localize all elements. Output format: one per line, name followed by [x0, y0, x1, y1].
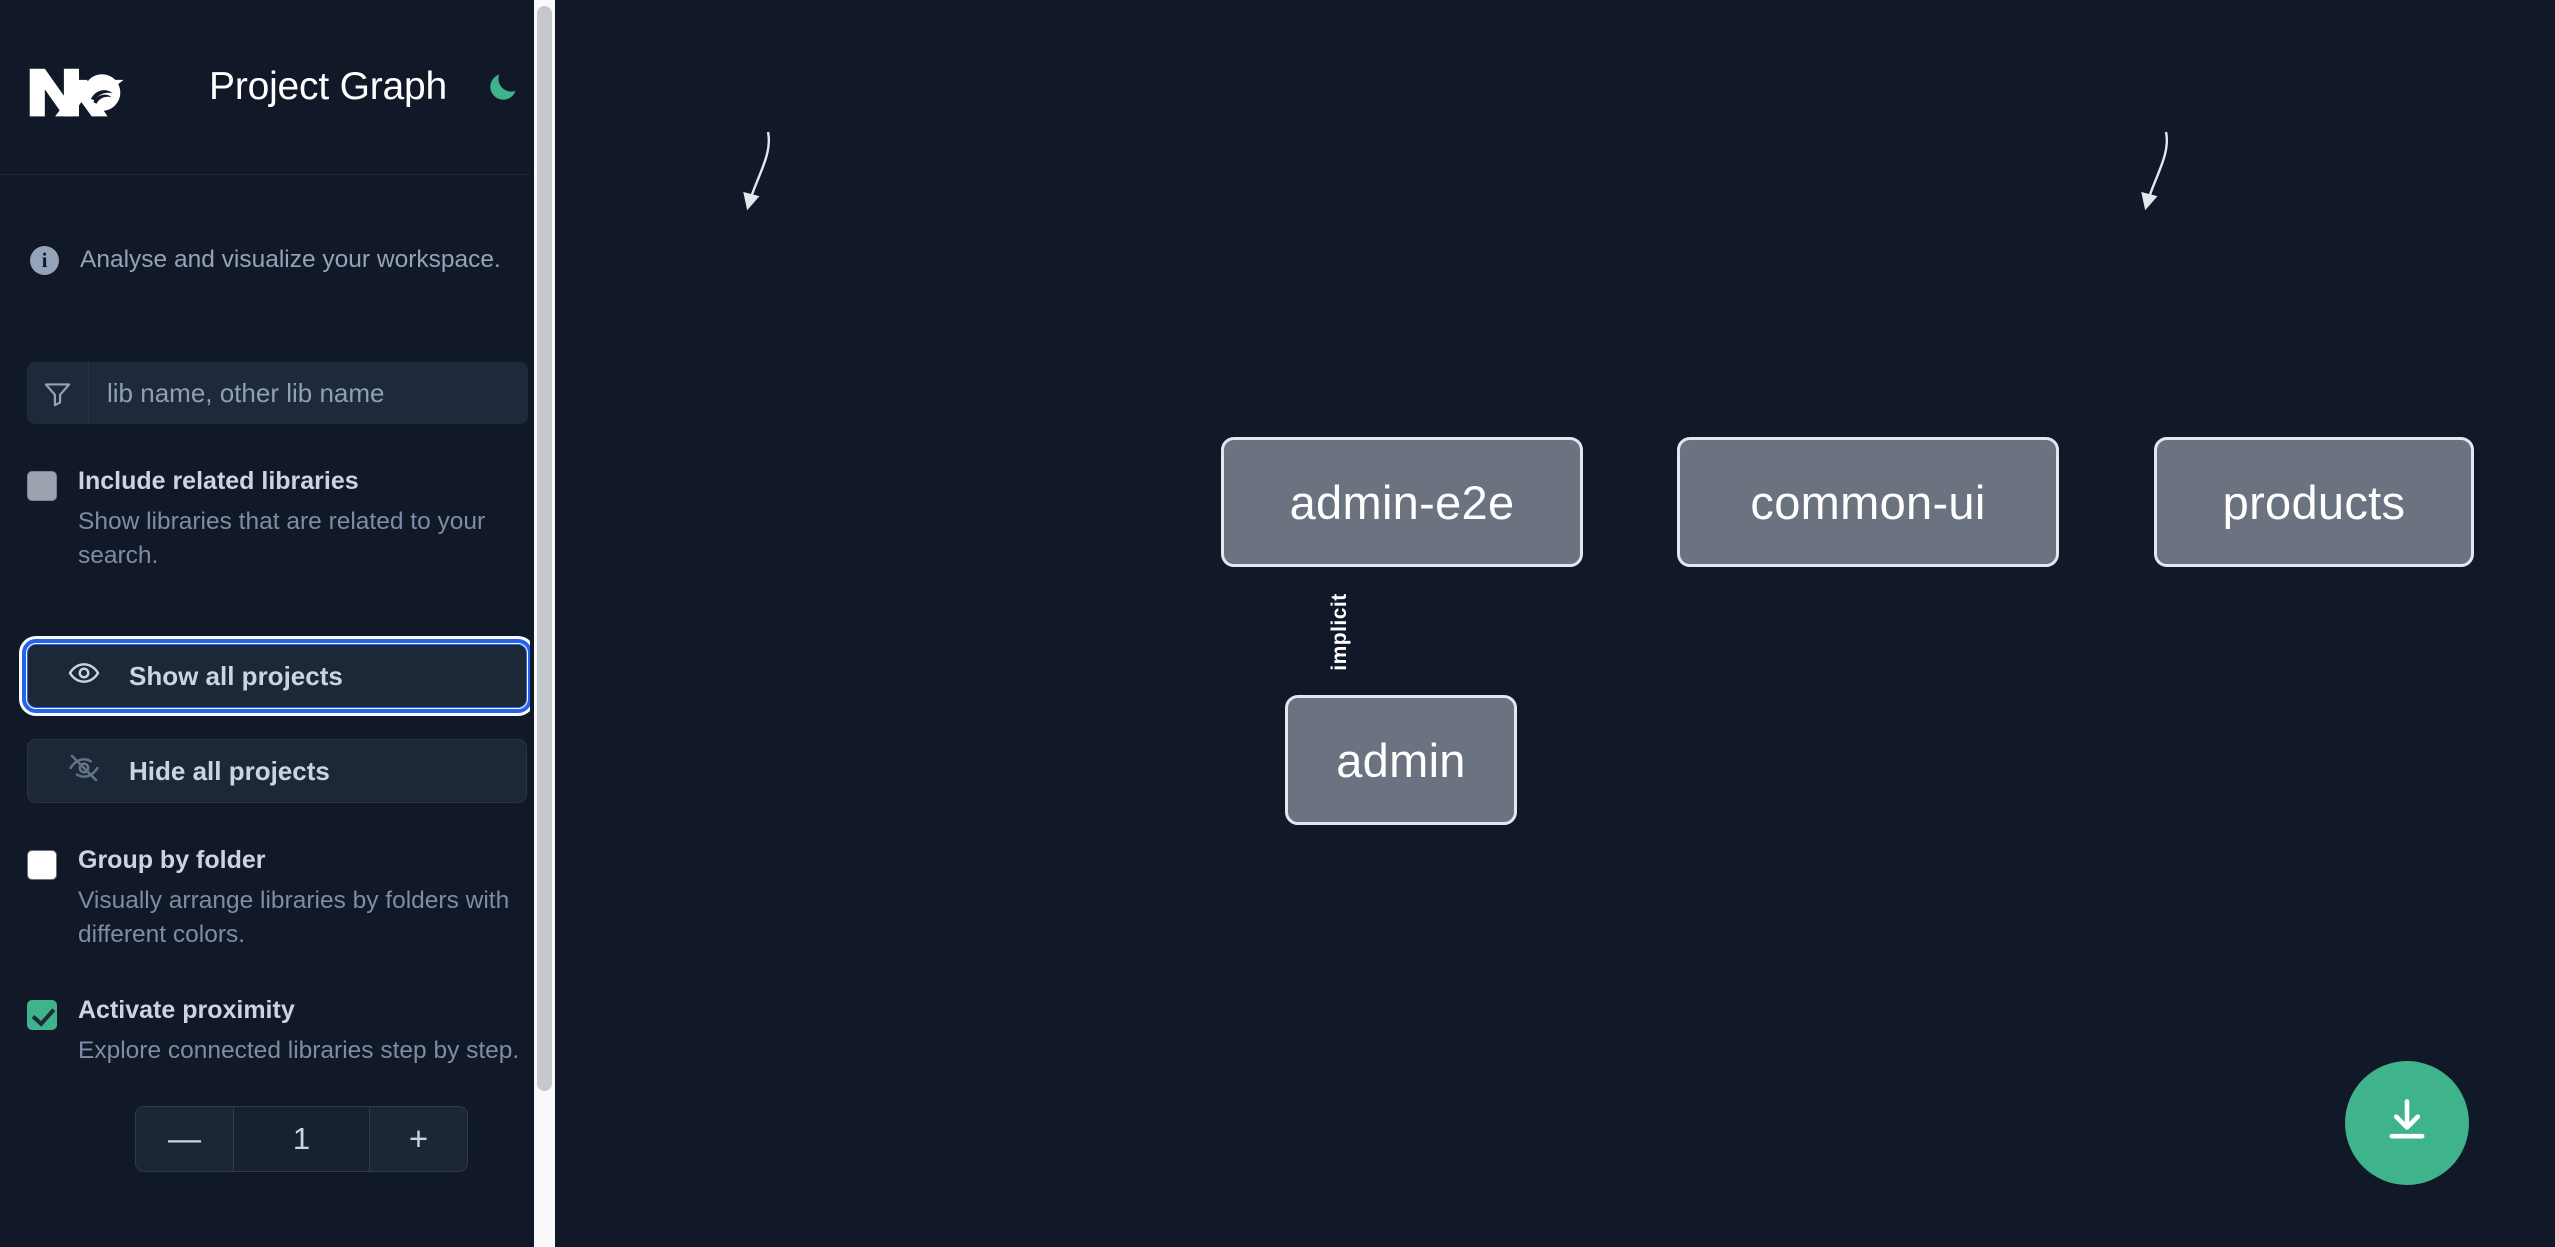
proximity-increment-button[interactable]: + [369, 1107, 467, 1172]
sidebar-header: Project Graph [0, 0, 555, 175]
graph-node-admin[interactable]: admin [1285, 695, 1517, 825]
option-label: Activate proximity [78, 996, 295, 1025]
option-label: Include related libraries [78, 467, 359, 495]
filter-search-bar [27, 362, 528, 424]
sidebar: Project Graph i Analyse and visualize yo… [0, 0, 555, 1247]
checkbox-activate-proximity[interactable] [27, 1000, 57, 1031]
sidebar-scrollbar-thumb[interactable] [537, 6, 552, 1091]
intro-text: Analyse and visualize your workspace. [80, 246, 501, 273]
sidebar-scrollbar[interactable] [534, 0, 555, 1247]
proximity-value[interactable]: 1 [234, 1107, 369, 1172]
graph-canvas[interactable]: admin-e2e common-ui products store-e2e a… [555, 0, 2555, 1247]
hide-all-projects-button[interactable]: Hide all projects [27, 739, 527, 804]
option-description: Visually arrange libraries by folders wi… [78, 886, 510, 949]
download-graph-button[interactable] [2345, 1061, 2469, 1185]
checkbox-group-by-folder[interactable] [27, 850, 57, 881]
graph-edges [743, 131, 2169, 211]
proximity-decrement-button[interactable]: — [136, 1107, 234, 1172]
proximity-stepper: — 1 + [135, 1106, 468, 1173]
option-label: Group by folder [78, 846, 266, 875]
graph-node-products[interactable]: products [2154, 437, 2474, 567]
eye-icon [68, 657, 100, 696]
nx-logo-icon [27, 56, 131, 118]
checkbox-include-related-libraries[interactable] [27, 471, 57, 501]
option-description: Explore connected libraries step by step… [78, 1036, 520, 1064]
search-input[interactable] [89, 362, 528, 424]
option-activate-proximity[interactable]: Activate proximity Explore connected lib… [27, 953, 528, 1068]
graph-node-common-ui[interactable]: common-ui [1677, 437, 2059, 567]
intro-banner: i Analyse and visualize your workspace. [0, 175, 555, 290]
download-icon [2381, 1095, 2433, 1152]
moon-icon[interactable] [483, 67, 523, 107]
sidebar-divider [530, 0, 534, 1247]
eye-off-icon [68, 752, 100, 791]
option-include-related-libraries[interactable]: Include related libraries Show libraries… [27, 424, 528, 574]
info-icon: i [30, 245, 59, 275]
filter-funnel-icon[interactable] [27, 362, 89, 424]
graph-node-admin-e2e[interactable]: admin-e2e [1221, 437, 1583, 567]
edge-label-admin-implicit: implicit [1327, 593, 1351, 671]
show-all-projects-label: Show all projects [129, 660, 343, 691]
option-group-by-folder[interactable]: Group by folder Visually arrange librari… [27, 803, 528, 953]
show-all-projects-button[interactable]: Show all projects [22, 639, 532, 714]
page-title: Project Graph [209, 65, 448, 108]
hide-all-projects-label: Hide all projects [129, 755, 330, 786]
option-description: Show libraries that are related to your … [78, 507, 486, 570]
